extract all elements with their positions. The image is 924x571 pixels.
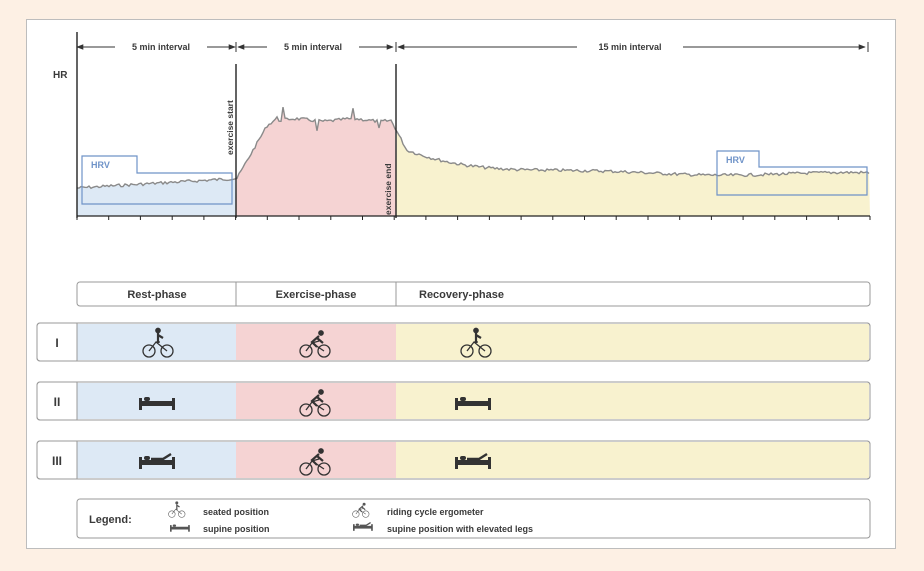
protocol-row-II: II bbox=[36, 381, 871, 421]
interval-recovery: 15 min interval bbox=[397, 42, 866, 52]
bed-elevated-legs-icon bbox=[139, 452, 175, 469]
recovery-hr-area bbox=[396, 131, 870, 216]
protocol-diagram: 5 min interval 5 min interval 15 min int… bbox=[36, 32, 871, 539]
seated-cyclist-icon bbox=[460, 327, 492, 358]
figure-frame: 5 min interval 5 min interval 15 min int… bbox=[26, 19, 896, 549]
seated-cyclist-icon bbox=[168, 501, 186, 518]
cycle-ergometer-icon bbox=[299, 389, 331, 417]
protocol-label-II: II bbox=[54, 395, 61, 409]
rest-hr-area bbox=[77, 178, 236, 216]
interval-rest: 5 min interval bbox=[76, 42, 236, 52]
interval-recovery-label: 15 min interval bbox=[598, 42, 661, 52]
hrv-label-rest: HRV bbox=[91, 160, 110, 170]
exercise-end-label: exercise end bbox=[383, 163, 393, 215]
interval-exercise: 5 min interval bbox=[237, 42, 394, 52]
hr-axis-label: HR bbox=[53, 70, 68, 81]
exercise-start-label: exercise start bbox=[225, 100, 235, 155]
protocol-label-I: I bbox=[55, 336, 58, 350]
bed-elevated-legs-icon bbox=[455, 452, 491, 469]
hr-trace bbox=[76, 106, 870, 190]
protocol-label-III: III bbox=[52, 454, 62, 468]
cycle-ergometer-icon bbox=[299, 330, 331, 358]
legend-supine: supine position bbox=[203, 524, 270, 534]
interval-rest-label: 5 min interval bbox=[132, 42, 190, 52]
hrv-window-recovery: HRV bbox=[716, 150, 868, 196]
phase-label-recovery: Recovery-phase bbox=[419, 289, 504, 301]
bed-elevated-legs-icon bbox=[353, 521, 373, 531]
hrv-window-rest: HRV bbox=[81, 155, 233, 205]
interval-exercise-label: 5 min interval bbox=[284, 42, 342, 52]
legend-cycling: riding cycle ergometer bbox=[387, 507, 484, 517]
legend: Legend: bbox=[76, 498, 871, 539]
bed-icon bbox=[455, 397, 491, 410]
exercise-hr-area bbox=[236, 107, 396, 216]
hrv-label-recovery: HRV bbox=[726, 155, 745, 165]
legend-elevated: supine position with elevated legs bbox=[387, 524, 533, 534]
cycle-ergometer-icon bbox=[299, 448, 331, 476]
legend-seated: seated position bbox=[203, 507, 269, 517]
legend-title: Legend: bbox=[89, 514, 132, 526]
bed-icon bbox=[170, 524, 190, 532]
bed-icon bbox=[139, 397, 175, 410]
phase-label-exercise: Exercise-phase bbox=[276, 289, 357, 301]
protocol-row-I: I bbox=[36, 322, 871, 362]
phase-header: Rest-phase Exercise-phase Recovery-phase bbox=[76, 281, 871, 307]
cycle-ergometer-icon bbox=[352, 502, 370, 518]
phase-label-rest: Rest-phase bbox=[127, 289, 186, 301]
seated-cyclist-icon bbox=[142, 327, 174, 358]
